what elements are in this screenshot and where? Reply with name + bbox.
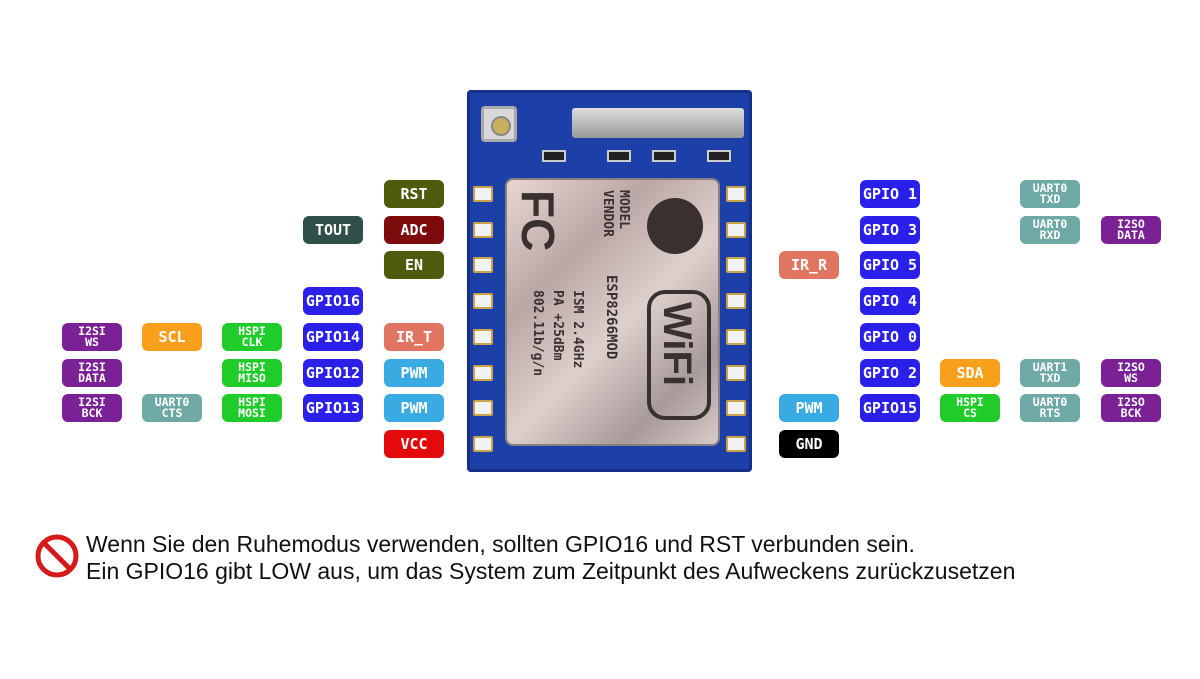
sleep-mode-note: Wenn Sie den Ruhemodus verwenden, sollte… [86,531,1015,585]
castellated-pad [726,186,746,202]
pin-label-uart1-txd: UART1 TXD [1020,358,1080,387]
no-entry-icon [35,534,79,578]
pin-label-uart0-rts: UART0 RTS [1020,394,1080,423]
wifi-logo: WiFi [647,290,711,420]
pin-label-gpio16: GPIO16 [303,287,363,316]
pin-label-hspi-cs: HSPI CS [940,394,1000,423]
pin-label-i2so-bck: I2SO BCK [1101,394,1161,423]
esp8266-module: FC MODEL VENDOR ESP8266MOD ISM 2.4GHz PA… [467,90,752,472]
castellated-pad [473,186,493,202]
pin-label-i2si-ws: I2SI WS [62,322,122,351]
pin-label-uart0-rxd: UART0 RXD [1020,215,1080,244]
pin-label-pwm: PWM [779,394,839,423]
pin-label-gpio-3: GPIO 3 [860,215,920,244]
pin-label-gpio-0: GPIO 0 [860,322,920,351]
standard-text: 802.11b/g/n [530,290,545,377]
castellated-pad [726,435,746,452]
pin-label-i2so-data: I2SO DATA [1101,215,1161,244]
pin-label-rst: RST [384,180,444,208]
pin-label-pwm: PWM [384,394,444,423]
pin-label-gpio14: GPIO14 [303,322,363,351]
pin-label-gnd: GND [779,429,839,458]
ism-text: ISM 2.4GHz [570,290,585,369]
espressif-logo [647,198,703,254]
smd-component [607,150,631,162]
pin-label-gpio-5: GPIO 5 [860,251,920,280]
pin-label-hspi-mosi: HSPI MOSI [222,394,282,423]
castellated-pad [726,364,746,381]
model-label: MODEL [616,190,631,230]
pin-label-tout: TOUT [303,215,363,244]
pin-label-i2si-bck: I2SI BCK [62,394,122,423]
castellated-pad [473,400,493,417]
pin-label-hspi-miso: HSPI MISO [222,358,282,387]
smd-component [542,150,566,162]
pin-label-ir-r: IR_R [779,251,839,280]
smd-component [652,150,676,162]
metal-shield: FC MODEL VENDOR ESP8266MOD ISM 2.4GHz PA… [507,180,718,444]
fcc-logo: FC [512,190,564,252]
pin-label-hspi-clk: HSPI CLK [222,322,282,351]
pin-label-uart0-cts: UART0 CTS [142,394,202,423]
castellated-pad [473,257,493,274]
antenna-connector [481,106,517,142]
pin-label-i2so-ws: I2SO WS [1101,358,1161,387]
note-line-1: Wenn Sie den Ruhemodus verwenden, sollte… [86,531,915,557]
note-line-2: Ein GPIO16 gibt LOW aus, um das System z… [86,558,1016,584]
castellated-pad [726,400,746,417]
chip-antenna [572,108,744,138]
pin-label-ir-t: IR_T [384,322,444,351]
pin-label-gpio-1: GPIO 1 [860,180,920,208]
model-text: ESP8266MOD [603,275,619,360]
smd-component [707,150,731,162]
castellated-pad [473,364,493,381]
pin-label-gpio-4: GPIO 4 [860,287,920,316]
castellated-pad [473,435,493,452]
pin-label-i2si-data: I2SI DATA [62,358,122,387]
pin-label-sda: SDA [940,358,1000,387]
pin-label-en: EN [384,251,444,280]
pin-label-gpio-2: GPIO 2 [860,358,920,387]
vendor-label: VENDOR [600,190,615,237]
pin-label-pwm: PWM [384,358,444,387]
castellated-pad [726,221,746,238]
castellated-pad [473,328,493,345]
pin-label-scl: SCL [142,322,202,351]
pa-text: PA +25dBm [550,290,565,361]
pin-label-gpio13: GPIO13 [303,394,363,423]
castellated-pad [726,293,746,310]
castellated-pad [726,328,746,345]
pin-label-vcc: VCC [384,429,444,458]
pin-label-gpio12: GPIO12 [303,358,363,387]
castellated-pad [473,221,493,238]
pin-label-gpio15: GPIO15 [860,394,920,423]
pin-label-uart0-txd: UART0 TXD [1020,180,1080,208]
castellated-pad [473,293,493,310]
castellated-pad [726,257,746,274]
pin-label-adc: ADC [384,215,444,244]
